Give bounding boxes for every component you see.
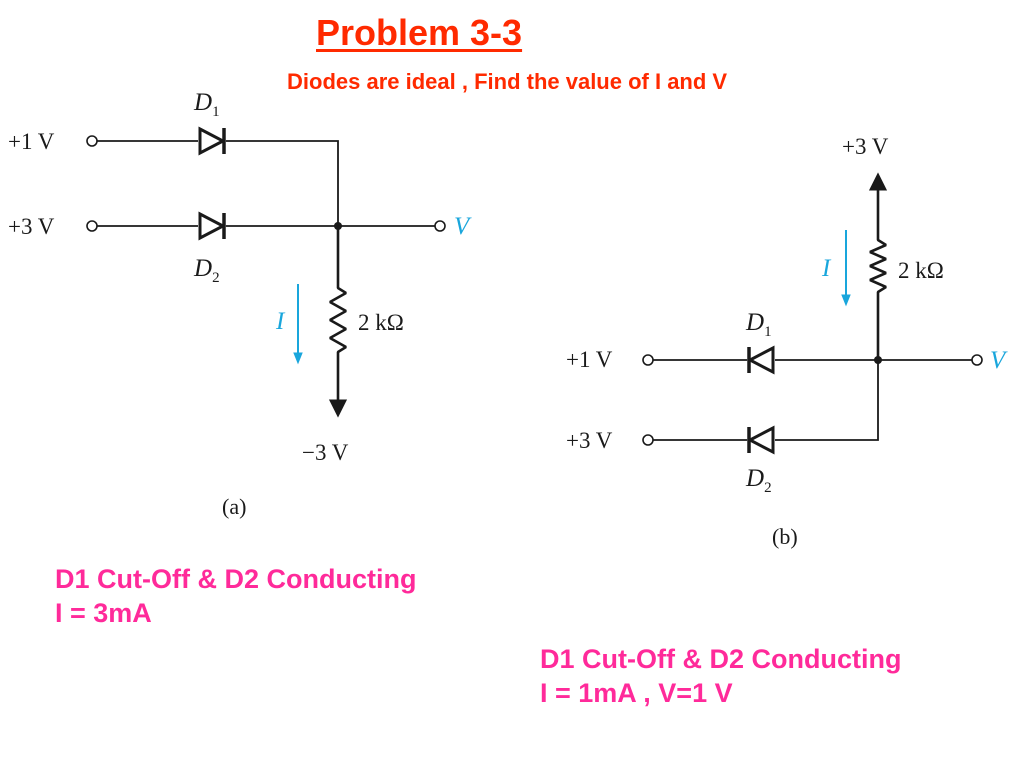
circuit-a-diode-d1-icon — [198, 126, 227, 156]
circuit-b-current-label: I — [821, 255, 832, 282]
answer-a-diode-states: D1 Cut-Off & D2 Conducting — [55, 564, 417, 594]
circuit-a-wire-top — [97, 140, 339, 226]
circuit-b-terminal-bottom — [642, 434, 654, 446]
circuit-b-terminal-top — [642, 354, 654, 366]
circuit-b-resistor-label: 2 kΩ — [898, 258, 944, 283]
circuit-a-caption: (a) — [222, 494, 246, 519]
circuit-b-caption: (b) — [772, 524, 798, 549]
answer-a: D1 Cut-Off & D2 Conducting I = 3mA — [55, 562, 416, 630]
circuit-a-resistor-label: 2 kΩ — [358, 310, 404, 335]
circuit-a-diode-d2-icon — [198, 211, 227, 241]
circuit-b-diode-d2-icon — [746, 425, 775, 455]
circuit-b-d2-label: D2 — [745, 465, 772, 496]
circuit-b-output-label: V — [990, 347, 1008, 374]
circuit-b-resistor-icon — [868, 172, 888, 360]
circuit-a-d1-label: D1 — [193, 89, 220, 120]
circuit-b-diode-d1-icon — [746, 345, 775, 375]
circuit-a-terminal-bottom — [86, 220, 98, 232]
circuit-a-output-terminal — [434, 220, 446, 232]
circuit-b-input-top-label: +1 V — [566, 347, 613, 372]
answer-b-result: I = 1mA , V=1 V — [540, 678, 733, 708]
answer-a-result: I = 3mA — [55, 598, 152, 628]
circuit-a: +1 V +3 V D1 D2 V 2 kΩ I −3 V — [8, 89, 472, 519]
circuit-b-input-bottom-label: +3 V — [566, 428, 613, 453]
problem-statement: Diodes are ideal , Find the value of I a… — [287, 69, 728, 94]
circuit-a-input-top-label: +1 V — [8, 129, 55, 154]
circuit-a-supply-label: −3 V — [302, 440, 349, 465]
circuit-a-resistor-icon — [328, 226, 348, 418]
circuit-a-current-label: I — [275, 308, 286, 335]
circuit-b-d1-label: D1 — [745, 309, 772, 340]
circuit-b-wire-bottom — [653, 360, 879, 441]
page-title: Problem 3-3 — [316, 12, 523, 53]
circuit-a-terminal-top — [86, 135, 98, 147]
answer-b-diode-states: D1 Cut-Off & D2 Conducting — [540, 644, 902, 674]
circuit-a-output-label: V — [454, 213, 472, 240]
answer-b: D1 Cut-Off & D2 Conducting I = 1mA , V=1… — [540, 642, 901, 710]
circuit-b: +3 V 2 kΩ I +1 V +3 V D1 D2 V (b) — [566, 134, 1008, 549]
circuit-a-d2-label: D2 — [193, 255, 220, 286]
circuit-b-supply-label: +3 V — [842, 134, 889, 159]
circuit-a-input-bottom-label: +3 V — [8, 214, 55, 239]
circuit-b-junction — [874, 356, 882, 364]
circuit-b-output-terminal — [971, 354, 983, 366]
